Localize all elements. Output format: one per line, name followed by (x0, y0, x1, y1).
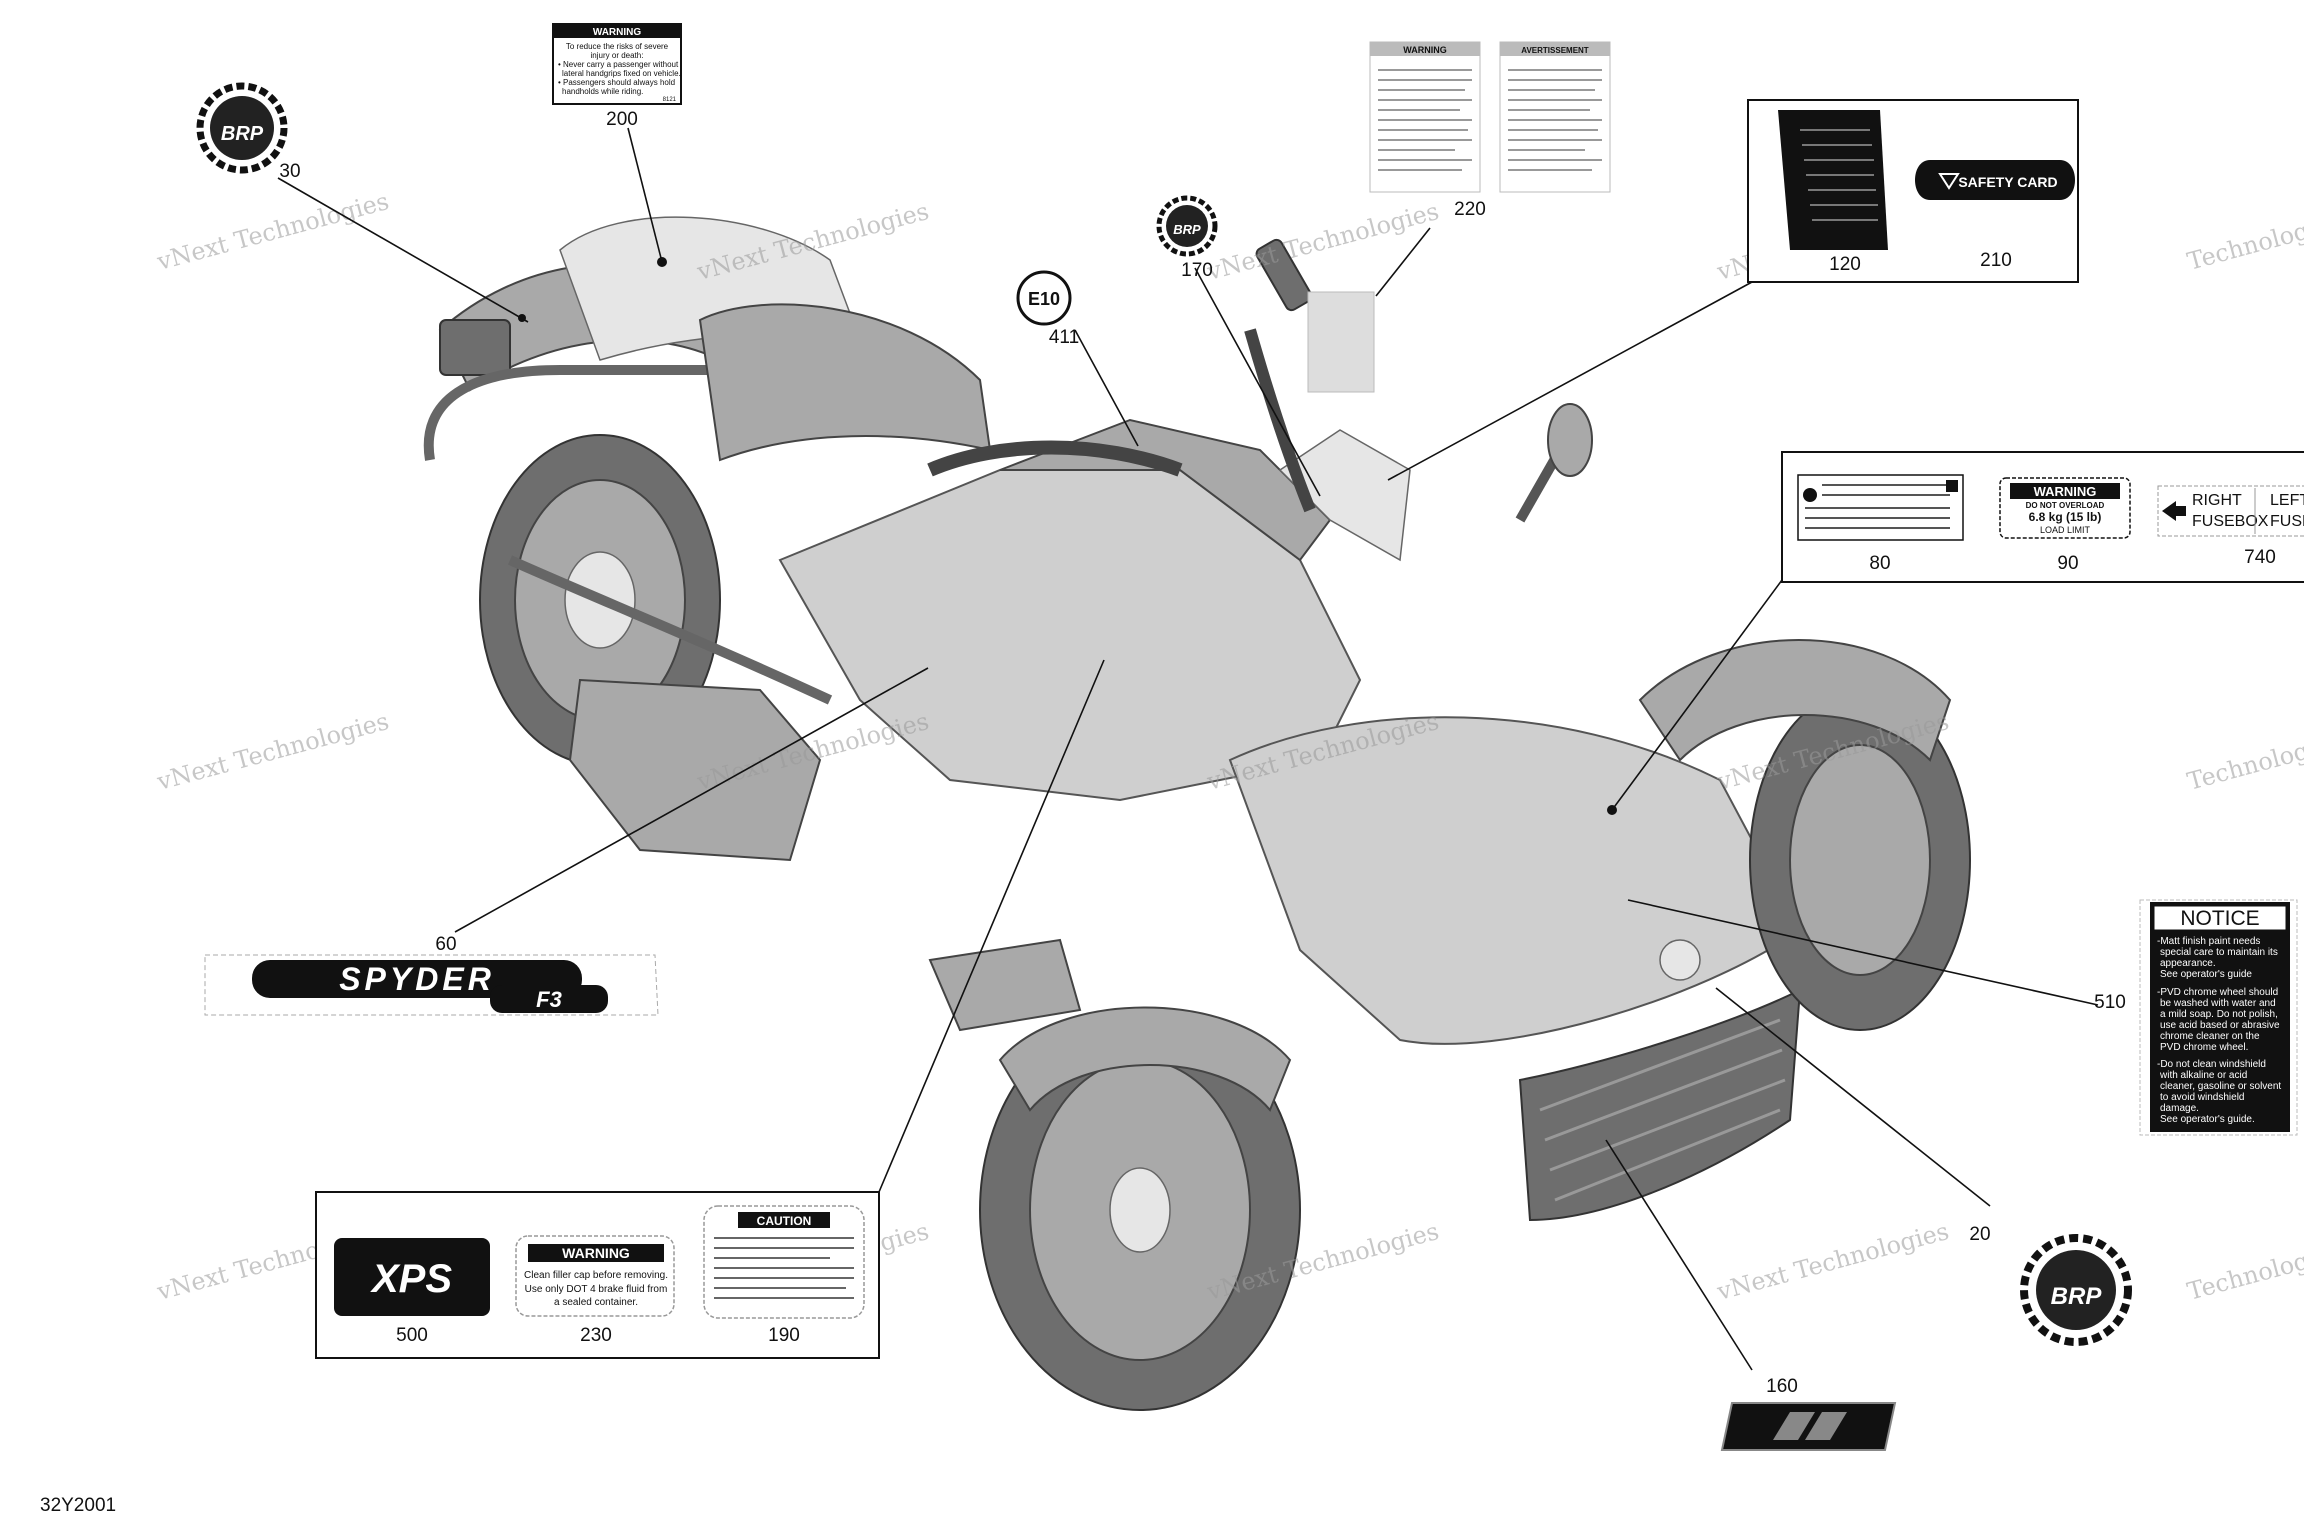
watermark-text: vNext Technologies (1713, 1217, 1951, 1306)
warning-header: WARNING (593, 27, 642, 38)
callout-200: 200 (606, 109, 638, 130)
vehicle-illustration (423, 216, 1971, 1411)
caution-header: CAUTION (757, 1214, 812, 1228)
page-code: 32Y2001 (40, 1495, 116, 1516)
notice-line: to avoid windshield (2160, 1092, 2245, 1103)
watermark-text: vNext Technologies (153, 187, 391, 276)
warning-line: 6.8 kg (15 lb) (2029, 510, 2102, 524)
e10-fuel-badge: E10 (1016, 270, 1072, 326)
decal-code: 8121 (663, 97, 677, 103)
brp-logo-decal-20: BRP (2020, 1234, 2132, 1346)
callout-411: 411 (1049, 327, 1079, 348)
fusebox-left-label: FUSE (2270, 513, 2304, 530)
callout-numbers: 30 200 170 220 411 120 210 80 90 740 60 … (279, 109, 2275, 1397)
watermark-text: vNext Technologies (153, 707, 391, 796)
f3-logo-text: F3 (536, 987, 562, 1012)
warning-header-en: WARNING (1403, 45, 1447, 55)
callout-120: 120 (1829, 254, 1861, 275)
brp-logo-text: BRP (221, 123, 264, 145)
xps-logo-text: XPS (370, 1257, 452, 1301)
fusebox-right-label: RIGHT (2192, 492, 2242, 509)
callout-210: 210 (1980, 250, 2012, 271)
callout-160: 160 (1766, 1376, 1798, 1397)
notice-line: chrome cleaner on the (2160, 1031, 2260, 1042)
warning-header-fr: AVERTISSEMENT (1521, 46, 1589, 55)
warning-line: a sealed container. (554, 1297, 638, 1308)
brp-logo-text: BRP (2051, 1283, 2103, 1310)
callout-510: 510 (2094, 992, 2126, 1013)
callout-500: 500 (396, 1325, 428, 1346)
notice-line: with alkaline or acid (2159, 1070, 2247, 1081)
notice-line: See operator's guide. (2160, 1114, 2255, 1125)
warning-line: To reduce the risks of severe (566, 42, 669, 51)
warning-line: injury or death: (591, 51, 644, 60)
brp-logo-decal-30: BRP (196, 82, 288, 174)
notice-line: appearance. (2160, 958, 2216, 969)
fusebox-left-label: LEFT (2270, 492, 2304, 509)
decal-box-120-210: SAFETY CARD (1747, 99, 2079, 283)
warning-line: lateral handgrips fixed on vehicle. (562, 69, 681, 78)
e10-label: E10 (1028, 289, 1060, 309)
notice-line: PVD chrome wheel. (2160, 1042, 2248, 1053)
warning-line: Clean filler cap before removing. (524, 1270, 668, 1281)
warning-line: • Never carry a passenger without (558, 60, 679, 69)
notice-line: -PVD chrome wheel should (2157, 987, 2278, 998)
notice-line: -Do not clean windshield (2157, 1059, 2266, 1070)
callout-220: 220 (1454, 199, 1486, 220)
warning-line: • Passengers should always hold (558, 78, 675, 87)
callout-230: 230 (580, 1325, 612, 1346)
warning-line: DO NOT OVERLOAD (2026, 501, 2105, 510)
notice-line: See operator's guide (2160, 969, 2252, 980)
warning-header: WARNING (2034, 484, 2097, 499)
warning-line: LOAD LIMIT (2040, 525, 2091, 535)
callout-190: 190 (768, 1325, 800, 1346)
spyder-logo-text: SPYDER (339, 961, 495, 997)
watermark-text: Technologies (2184, 1238, 2304, 1306)
notice-line: use acid based or abrasive (2160, 1020, 2280, 1031)
warning-line: handholds while riding. (562, 87, 643, 96)
watermark-text: Technologies (2184, 728, 2304, 796)
brp-logo-text: BRP (1173, 222, 1201, 237)
notice-line: -Matt finish paint needs (2157, 936, 2260, 947)
notice-decal-510: NOTICE -Matt finish paint needs special … (2139, 899, 2298, 1136)
callout-80: 80 (1869, 553, 1890, 574)
spyder-emblem-decal-160 (1720, 1402, 1897, 1451)
notice-line: cleaner, gasoline or solvent (2160, 1081, 2281, 1092)
callout-170: 170 (1181, 260, 1213, 281)
warning-decal-220: WARNING AVERTISSEMENT (1307, 41, 1611, 393)
callout-20: 20 (1969, 1224, 1990, 1245)
callout-60: 60 (435, 934, 456, 955)
spyder-f3-decal-60: SPYDER F3 (204, 954, 659, 1016)
decal-box-80-90-740: WARNING DO NOT OVERLOAD 6.8 kg (15 lb) L… (1781, 451, 2304, 583)
notice-line: damage. (2160, 1103, 2199, 1114)
fusebox-right-label: FUSEBOX (2192, 513, 2269, 530)
warning-header: WARNING (562, 1245, 630, 1261)
warning-decal-200: WARNING To reduce the risks of severe in… (552, 23, 682, 105)
decal-box-500-230-190: XPS WARNING Clean filler cap before remo… (315, 1191, 880, 1359)
callout-740: 740 (2244, 547, 2276, 568)
notice-line: special care to maintain its (2160, 947, 2278, 958)
notice-line: a mild soap. Do not polish, (2160, 1009, 2278, 1020)
callout-30: 30 (279, 161, 300, 182)
watermark-text: vNext Technologies (1203, 197, 1441, 286)
notice-line: be washed with water and (2160, 998, 2276, 1009)
notice-header: NOTICE (2180, 907, 2259, 930)
callout-90: 90 (2057, 553, 2078, 574)
safety-card-text: SAFETY CARD (1958, 174, 2057, 190)
brp-logo-decal-170: BRP (1156, 195, 1218, 257)
warning-line: Use only DOT 4 brake fluid from (525, 1284, 668, 1295)
leader-lines (277, 127, 2099, 1371)
watermark-text: Technologies (2184, 208, 2304, 276)
